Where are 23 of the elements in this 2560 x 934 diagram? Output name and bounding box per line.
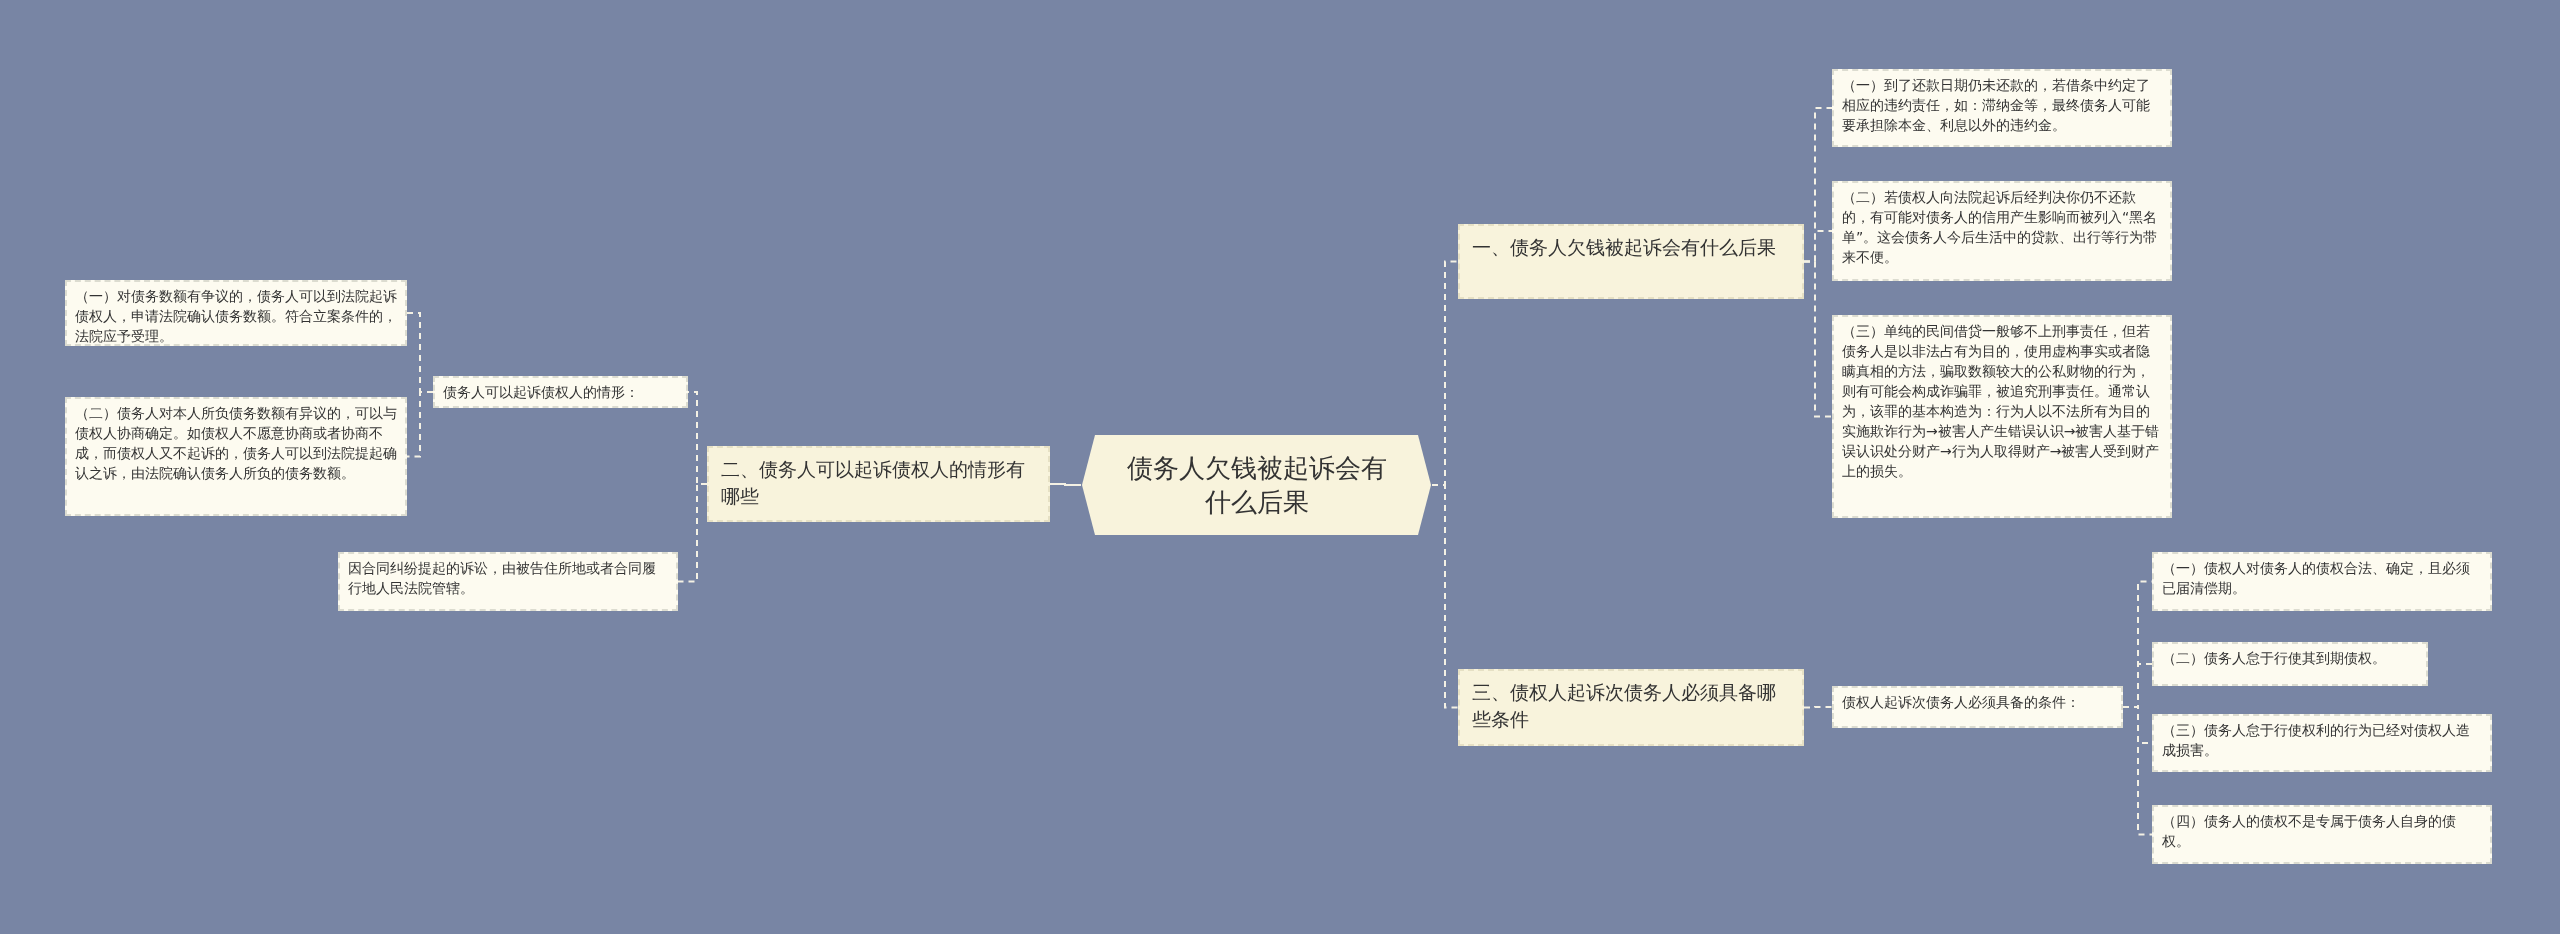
subtopic-box: 债务人可以起诉债权人的情形：	[433, 376, 688, 408]
central-topic: 债务人欠钱被起诉会有什么后果	[1081, 434, 1432, 536]
note-box: （三）单纯的民间借贷一般够不上刑事责任，但若债务人是以非法占有为目的，使用虚构事实或者隐瞒真相的方法，骗取数额较大的公私财物的行为，则有可能会构成诈骗罪，被追究刑事责任。通常认为，该罪的基本构造为：行为人以不法所有为目的实施欺诈行为→被害人产生错误认识→被害人基于错误认识处分财产→行为人取得财产→被害人受到财产上的损失。	[1832, 315, 2172, 518]
connector-line	[2122, 706, 2153, 836]
note-box: （二）债务人对本人所负债务数额有异议的，可以与债权人协商确定。如债权人不愿意协商或者协商不成，而债权人又不起诉的，债务人可以到法院提起确认之诉，由法院确认债务人所负的债务数额。	[65, 397, 407, 516]
topic-box: 三、债权人起诉次债务人必须具备哪些条件	[1458, 669, 1804, 746]
topic-box: 二、债务人可以起诉债权人的情形有哪些	[707, 446, 1050, 522]
connector-line	[1803, 706, 1833, 709]
connector-line	[1049, 483, 1082, 486]
connector-line	[1803, 260, 1833, 418]
note-box: （三）债务人怠于行使权利的行为已经对债权人造成损害。	[2152, 714, 2492, 772]
note-box: （四）债务人的债权不是专属于债务人自身的债权。	[2152, 805, 2492, 864]
note-box: （二）若债权人向法院起诉后经判决你仍不还款的，有可能对债务人的信用产生影响而被列入“黑名单”。这会债务人今后生活中的贷款、出行等行为带来不便。	[1832, 181, 2172, 281]
subtopic-box: 债权人起诉次债务人必须具备的条件：	[1832, 686, 2123, 728]
note-box: 因合同纠纷提起的诉讼，由被告住所地或者合同履行地人民法院管辖。	[338, 552, 678, 611]
note-box: （一）到了还款日期仍未还款的，若借条中约定了相应的违约责任，如：滞纳金等，最终债务人可能要承担除本金、利息以外的违约金。	[1832, 69, 2172, 147]
topic-box: 一、债务人欠钱被起诉会有什么后果	[1458, 224, 1804, 299]
connector-line	[406, 391, 434, 458]
note-box: （一）对债务数额有争议的，债务人可以到法院起诉债权人，申请法院确认债务数额。符合立案条件的，法院应予受理。	[65, 280, 407, 346]
connector-line	[677, 483, 708, 583]
connector-line	[1431, 484, 1459, 709]
note-box: （二）债务人怠于行使其到期债权。	[2152, 642, 2428, 686]
note-box: （一）债权人对债务人的债权合法、确定，且必须已届清偿期。	[2152, 552, 2492, 611]
